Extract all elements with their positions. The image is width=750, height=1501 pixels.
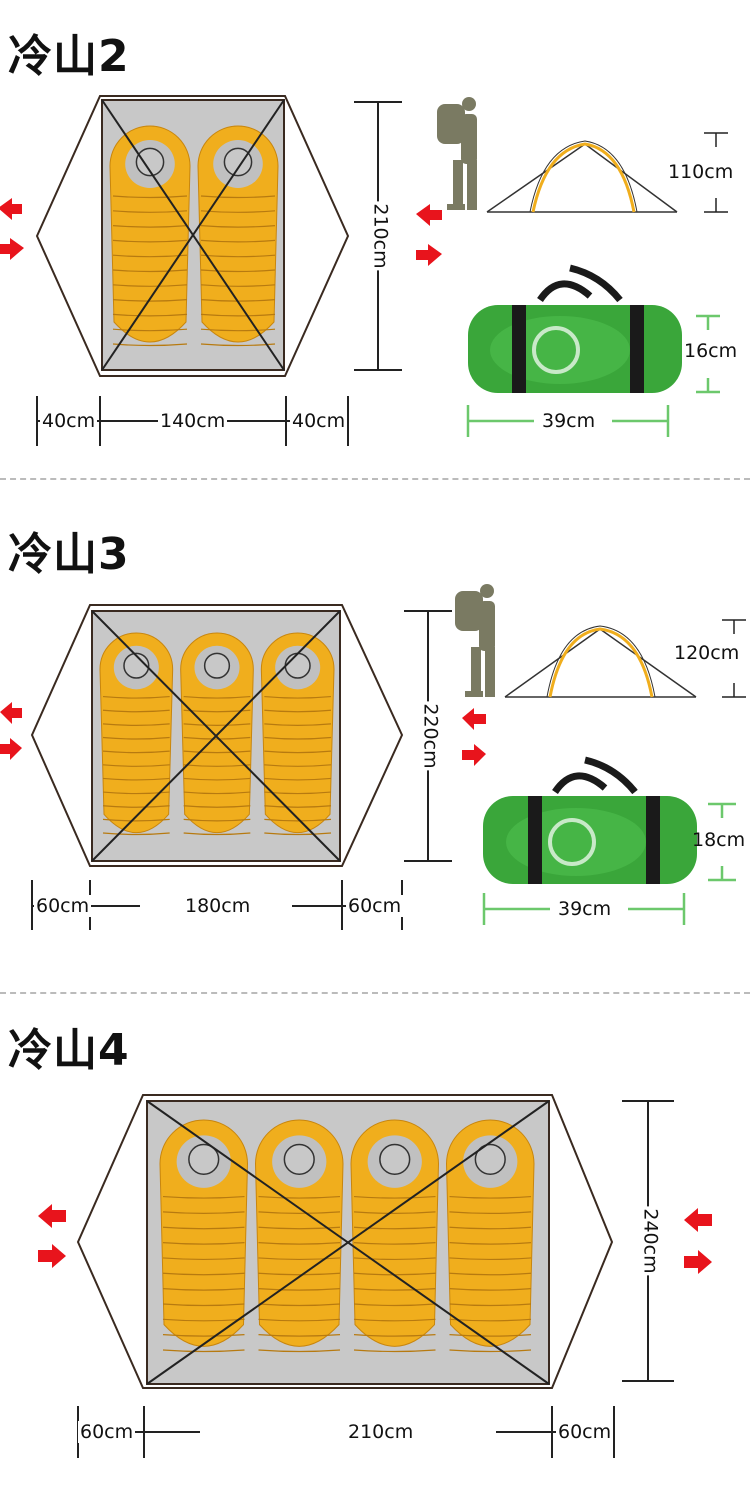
height-label: 110cm xyxy=(668,161,734,183)
width-mid-label: 140cm xyxy=(158,410,228,432)
bag-height-label: 18cm xyxy=(692,829,746,851)
arrow-out-icon xyxy=(684,1250,712,1274)
length-label: 240cm xyxy=(639,1206,662,1276)
carry-bag-icon xyxy=(483,756,697,884)
arrow-in-icon xyxy=(416,204,442,226)
tent-side-view xyxy=(486,140,678,213)
door-arrows-right xyxy=(462,708,486,766)
sleeping-bag-icon xyxy=(350,1119,440,1353)
door-arrows-left xyxy=(0,702,22,760)
bag-height-label: 16cm xyxy=(684,340,738,362)
arrow-in-icon xyxy=(462,708,486,730)
width-left-label: 60cm xyxy=(34,895,92,917)
height-label: 120cm xyxy=(674,642,740,664)
arrow-out-icon xyxy=(416,244,442,266)
sleeping-bags xyxy=(99,632,335,836)
arrow-out-icon xyxy=(462,744,486,766)
sleeping-bag-icon xyxy=(197,125,279,347)
sleeping-bag-icon xyxy=(180,632,254,836)
sleeping-bags xyxy=(109,125,279,347)
arrow-in-icon xyxy=(0,702,22,724)
sleeping-bag-icon xyxy=(254,1119,344,1353)
section-divider xyxy=(0,478,750,480)
width-mid-label: 180cm xyxy=(185,895,251,917)
arrow-out-icon xyxy=(0,238,24,260)
tent-floorplan-1 xyxy=(0,95,728,446)
door-arrows-left xyxy=(0,198,24,260)
sleeping-bag-icon xyxy=(445,1119,535,1353)
hiker-icon xyxy=(437,97,477,210)
floor-diagonal xyxy=(101,99,285,371)
door-arrows-left xyxy=(38,1204,66,1268)
sleeping-bags xyxy=(159,1119,535,1353)
arrow-in-icon xyxy=(0,198,22,220)
width-right-label: 60cm xyxy=(556,1421,614,1443)
width-right-label: 60cm xyxy=(346,895,404,917)
tent-side-view xyxy=(504,625,697,698)
section-title-3: 冷山4 xyxy=(8,1025,130,1076)
width-left-label: 60cm xyxy=(78,1421,136,1443)
sleeping-bag-icon xyxy=(99,632,174,836)
door-arrows-right xyxy=(416,204,442,266)
door-arrows-right xyxy=(684,1208,712,1274)
bag-width-label: 39cm xyxy=(556,898,614,920)
carry-bag-icon xyxy=(468,264,682,393)
tent-floorplan-2 xyxy=(0,584,746,930)
hiker-icon xyxy=(455,584,495,697)
arrow-out-icon xyxy=(38,1244,66,1268)
section-title-1: 冷山2 xyxy=(8,31,130,82)
arrow-in-icon xyxy=(684,1208,712,1232)
section-divider xyxy=(0,992,750,994)
arrow-in-icon xyxy=(38,1204,66,1228)
width-mid-label: 210cm xyxy=(348,1421,414,1443)
sleeping-bag-icon xyxy=(109,125,191,347)
arrow-out-icon xyxy=(0,738,22,760)
section-title-2: 冷山3 xyxy=(8,529,130,580)
sleeping-bag-icon xyxy=(159,1119,249,1353)
bag-width-label: 39cm xyxy=(540,410,598,432)
width-left-label: 40cm xyxy=(40,410,98,432)
width-right-label: 40cm xyxy=(290,410,348,432)
